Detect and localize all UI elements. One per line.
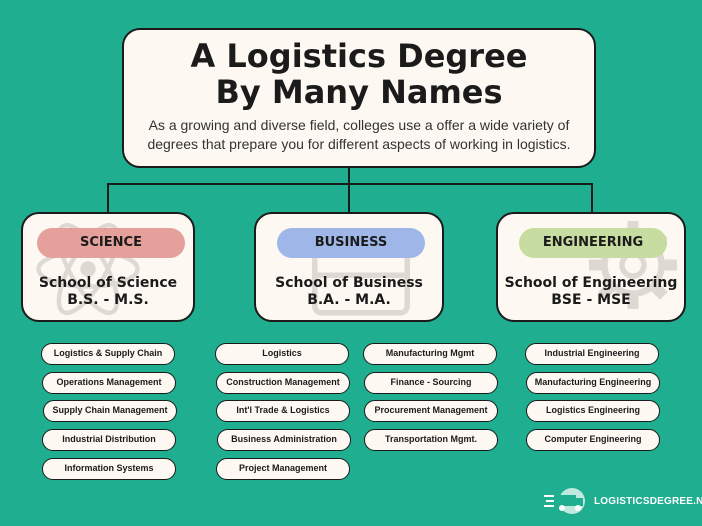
- science-school-degrees: B.S. - M.S.: [67, 292, 149, 308]
- page-title: A Logistics Degree By Many Names: [124, 38, 594, 110]
- science-tag: SCIENCE: [37, 228, 185, 258]
- engineering-card: ENGINEERING School of Engineering BSE - …: [496, 212, 686, 322]
- subtitle-line-1: As a growing and diverse field, colleges…: [148, 117, 570, 133]
- engineering-school: School of Engineering BSE - MSE: [498, 275, 684, 309]
- connector-science: [107, 183, 109, 213]
- business-item: Procurement Management: [364, 400, 498, 422]
- science-item: Operations Management: [42, 372, 176, 394]
- connector-horizontal: [107, 183, 593, 185]
- business-item: Int'l Trade & Logistics: [216, 400, 350, 422]
- business-school: School of Business B.A. - M.A.: [256, 275, 442, 309]
- business-item: Business Administration: [217, 429, 351, 451]
- title-line-2: By Many Names: [215, 73, 503, 111]
- business-item: Logistics: [215, 343, 349, 365]
- business-school-degrees: B.A. - M.A.: [307, 292, 391, 308]
- engineering-school-degrees: BSE - MSE: [551, 292, 631, 308]
- connector-trunk: [348, 168, 350, 184]
- business-item: Construction Management: [216, 372, 350, 394]
- logo-text: LOGISTICSDEGREE.NET: [594, 495, 702, 507]
- title-line-1: A Logistics Degree: [190, 37, 528, 75]
- science-item: Logistics & Supply Chain: [41, 343, 175, 365]
- engineering-item: Manufacturing Engineering: [526, 372, 660, 394]
- science-item: Industrial Distribution: [42, 429, 176, 451]
- science-card: SCIENCE School of Science B.S. - M.S.: [21, 212, 195, 322]
- connector-business: [348, 183, 350, 213]
- title-card: A Logistics Degree By Many Names As a gr…: [122, 28, 596, 168]
- connector-engineering: [591, 183, 593, 213]
- science-school: School of Science B.S. - M.S.: [23, 275, 193, 309]
- business-item: Finance - Sourcing: [364, 372, 498, 394]
- engineering-tag: ENGINEERING: [519, 228, 667, 258]
- business-item: Manufacturing Mgmt: [363, 343, 497, 365]
- truck-logo-icon: [544, 488, 585, 514]
- engineering-item: Industrial Engineering: [525, 343, 659, 365]
- subtitle-line-2: degrees that prepare you for different a…: [147, 136, 571, 152]
- science-item: Information Systems: [42, 458, 176, 480]
- site-logo: LOGISTICSDEGREE.NET: [542, 484, 702, 518]
- engineering-school-name: School of Engineering: [504, 275, 678, 291]
- science-item: Supply Chain Management: [43, 400, 177, 422]
- business-item: Project Management: [216, 458, 350, 480]
- page-subtitle: As a growing and diverse field, colleges…: [140, 116, 578, 154]
- business-school-name: School of Business: [275, 275, 423, 291]
- engineering-item: Computer Engineering: [526, 429, 660, 451]
- business-tag: BUSINESS: [277, 228, 425, 258]
- engineering-item: Logistics Engineering: [526, 400, 660, 422]
- business-card: BUSINESS School of Business B.A. - M.A.: [254, 212, 444, 322]
- business-item: Transportation Mgmt.: [364, 429, 498, 451]
- science-school-name: School of Science: [38, 275, 178, 291]
